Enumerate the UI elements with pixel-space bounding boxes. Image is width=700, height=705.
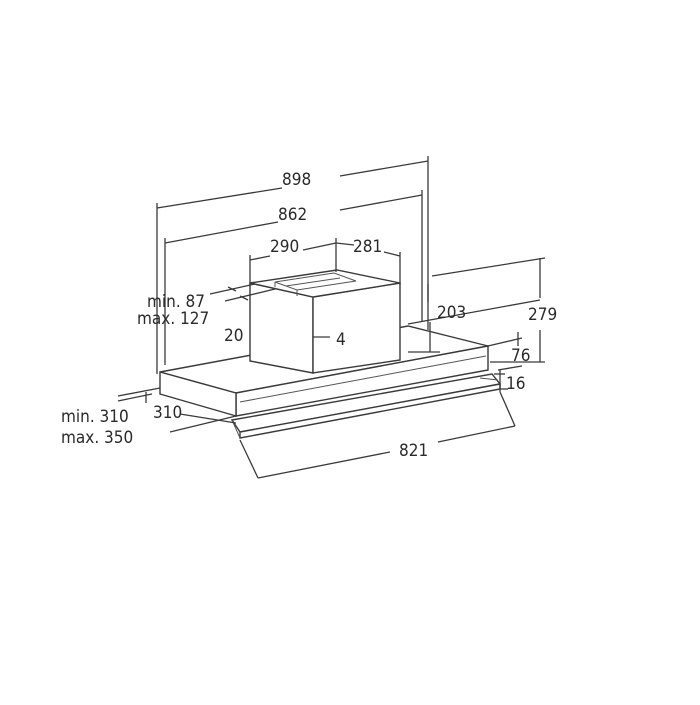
dim-chimney-front: 4	[336, 330, 346, 350]
dim-canopy-height: 76	[511, 346, 530, 366]
dim-inner-width: 862	[278, 205, 307, 225]
dim-depth-min: min. 310	[61, 407, 129, 427]
dim-chimney-depth: 281	[353, 237, 382, 257]
dim-visor-width: 821	[399, 441, 428, 461]
dim-depth-max: max. 350	[61, 428, 133, 448]
dim-duct-min: min. 87	[147, 292, 205, 312]
dim-203-top-extension	[407, 299, 541, 325]
dim-upper-height: 203	[437, 303, 466, 323]
dim-duct-max: max. 127	[137, 309, 209, 329]
dim-chimney-width: 290	[270, 237, 299, 257]
hood-outline	[159, 269, 502, 439]
dim-chimney-side: 20	[224, 326, 243, 346]
dim-total-height: 279	[528, 305, 557, 325]
dim-total-width: 898	[282, 170, 311, 190]
dim-visor-height: 16	[506, 374, 525, 394]
dim-depth: 310	[153, 403, 182, 423]
dimension-lines	[117, 156, 546, 479]
